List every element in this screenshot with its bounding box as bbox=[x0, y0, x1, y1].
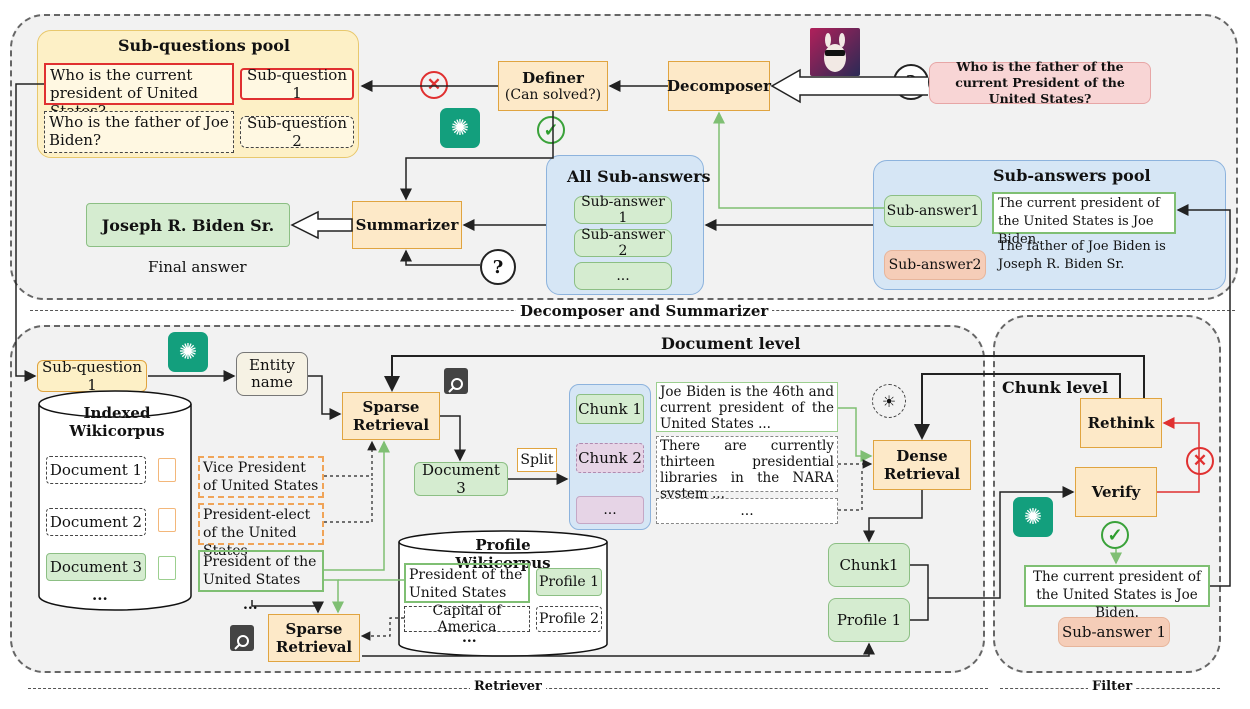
document-item: Document 3 bbox=[46, 553, 146, 581]
main-question: Who is the father of the current Preside… bbox=[929, 59, 1151, 106]
pool-sub-answer1-label: Sub-answer1 bbox=[884, 195, 982, 227]
document-item: ... bbox=[92, 586, 108, 604]
definer-box: Definer (Can solved?) bbox=[498, 61, 608, 111]
sub-answer-item: ... bbox=[574, 262, 672, 290]
chunk1-output: Chunk1 bbox=[828, 543, 910, 587]
profile-row-text: Capital of America bbox=[404, 603, 530, 635]
document-icon bbox=[158, 556, 176, 580]
pool-sub-answer2-text: The father of Joe Biden is Joseph R. Bid… bbox=[998, 239, 1166, 272]
profile-more: ... bbox=[462, 630, 477, 646]
profile1-output: Profile 1 bbox=[828, 598, 910, 642]
profile-row-label: Profile 2 bbox=[536, 606, 602, 632]
decomposer-box: Decomposer bbox=[667, 61, 771, 111]
candidate-item: Vice President of United States bbox=[198, 456, 324, 498]
profile-row-text: President of the United States bbox=[404, 563, 530, 603]
lightbulb-icon: ☀ bbox=[872, 384, 906, 418]
chunk-item: Chunk 1 bbox=[576, 394, 644, 424]
document-item: Document 2 bbox=[46, 508, 146, 536]
llama-avatar-icon bbox=[810, 28, 860, 76]
check-icon: ✓ bbox=[537, 116, 565, 144]
final-answer-label: Final answer bbox=[148, 258, 247, 276]
chunk-text: There are currently thirteen presidentia… bbox=[656, 436, 838, 502]
document3-box: Document 3 bbox=[414, 461, 508, 497]
chunk-text: ... bbox=[656, 498, 838, 524]
sub-answer-item: Sub-answer 1 bbox=[574, 194, 672, 226]
chunk-level-label: Chunk level bbox=[1002, 378, 1109, 397]
split-label: Split bbox=[517, 448, 557, 472]
profile-row-label: Profile 1 bbox=[536, 568, 602, 596]
document-icon bbox=[158, 508, 176, 532]
definer-subtitle: (Can solved?) bbox=[504, 87, 602, 103]
openai-icon: ✺ bbox=[168, 332, 208, 372]
sub-answers-pool-title: Sub-answers pool bbox=[993, 166, 1151, 185]
subq1-label: Sub-question 1 bbox=[240, 66, 354, 102]
openai-icon: ✺ bbox=[440, 108, 480, 148]
sub-questions-pool-title: Sub-questions pool bbox=[118, 36, 290, 55]
section-label-filter: Filter bbox=[1088, 679, 1137, 694]
search-doc-icon bbox=[230, 625, 254, 651]
candidate-item: ... bbox=[243, 597, 258, 613]
final-answer-box: Joseph R. Biden Sr. bbox=[86, 203, 290, 247]
chunk-item: Chunk 2 bbox=[576, 443, 644, 473]
section-label-decomposer: Decomposer and Summarizer bbox=[516, 302, 773, 320]
cross-icon: ✕ bbox=[1186, 447, 1214, 475]
subq2-label: Sub-question 2 bbox=[240, 114, 354, 150]
search-doc-icon bbox=[444, 368, 468, 394]
openai-icon: ✺ bbox=[1013, 497, 1053, 537]
candidate-item: President-elect of the United States bbox=[198, 503, 324, 559]
chunk-text: Joe Biden is the 46th and current presid… bbox=[656, 382, 838, 432]
dense-retrieval-box: Dense Retrieval bbox=[873, 440, 971, 490]
filter-sub-answer-label: Sub-answer 1 bbox=[1058, 617, 1170, 647]
subq2-text: Who is the father of Joe Biden? bbox=[44, 111, 234, 153]
sub-answer-item: Sub-answer 2 bbox=[574, 227, 672, 259]
definer-title: Definer bbox=[522, 69, 584, 87]
document-level-label: Document level bbox=[661, 334, 801, 353]
summarizer-box: Summarizer bbox=[352, 201, 462, 249]
sparse-retrieval-box: Sparse Retrieval bbox=[342, 392, 440, 440]
verify-box: Verify bbox=[1075, 467, 1157, 517]
sparse-retrieval-box-2: Sparse Retrieval bbox=[268, 614, 360, 662]
document-icon bbox=[158, 458, 176, 482]
rethink-box: Rethink bbox=[1080, 398, 1162, 448]
indexed-wikicorpus-title: Indexed Wikicorpus bbox=[69, 404, 165, 440]
pool-sub-answer1-text: The current president of the United Stat… bbox=[992, 192, 1176, 247]
all-sub-answers-title: All Sub-answers bbox=[567, 167, 711, 186]
retriever-subq1: Sub-question 1 bbox=[37, 358, 147, 394]
chunk-item: ... bbox=[576, 496, 644, 524]
section-label-retriever: Retriever bbox=[470, 679, 546, 694]
pool-sub-answer2-label: Sub-answer2 bbox=[884, 250, 986, 280]
document-item: Document 1 bbox=[46, 456, 146, 484]
candidate-item: President of the United States bbox=[198, 550, 324, 592]
question-icon: ? bbox=[480, 249, 516, 285]
cross-icon: ✕ bbox=[420, 71, 448, 99]
check-icon: ✓ bbox=[1101, 521, 1129, 549]
entity-name-box: Entity name bbox=[236, 352, 308, 396]
filter-answer-text: The current president of the United Stat… bbox=[1024, 565, 1210, 621]
